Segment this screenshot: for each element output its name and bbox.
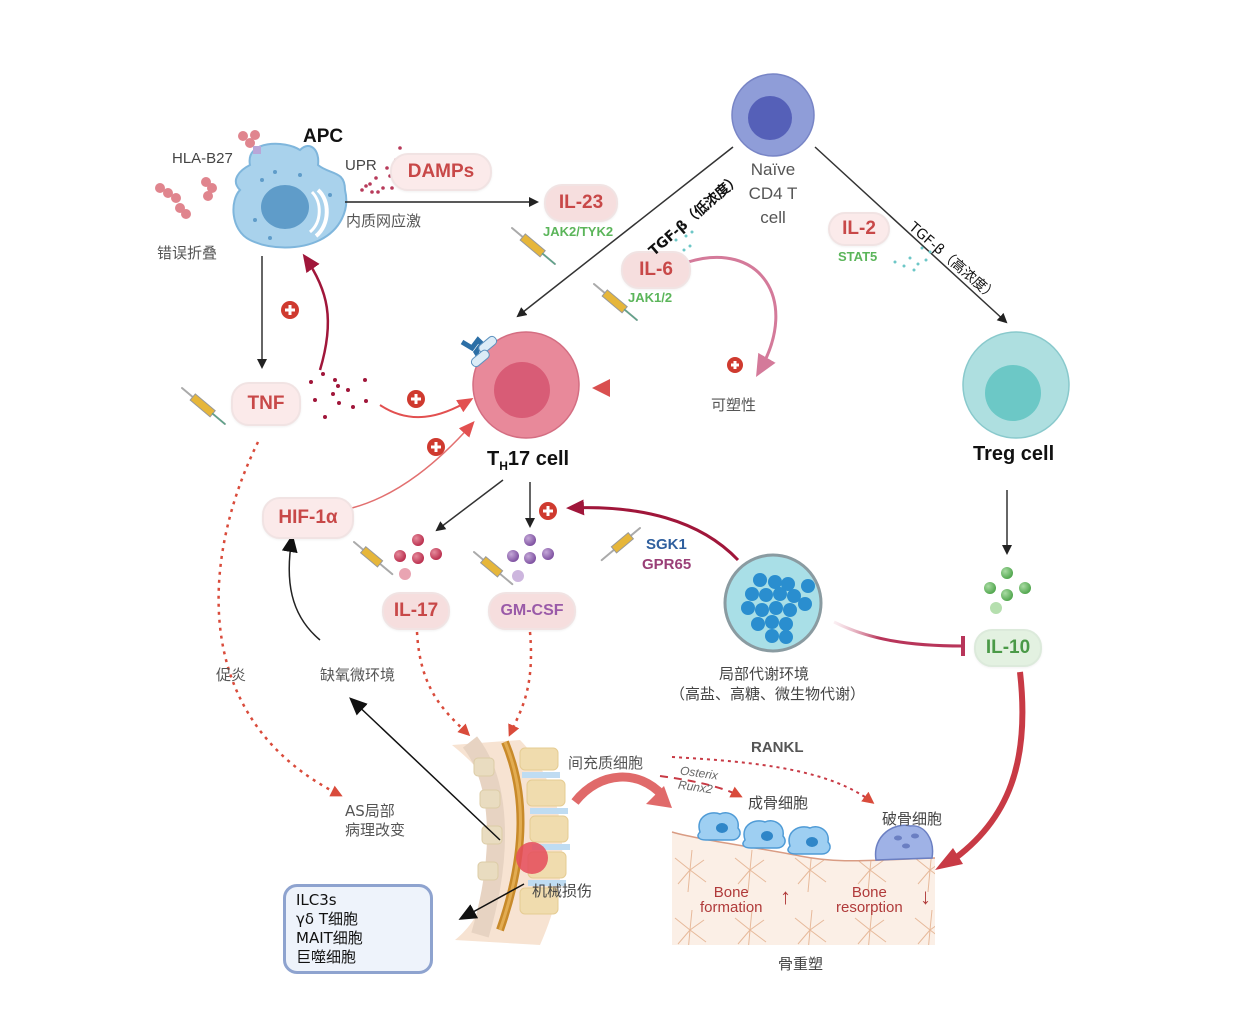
misfolding-label: 错误折叠 — [157, 244, 218, 262]
bone-resorption-line2: resorption — [836, 899, 903, 916]
inhibit-metabolic-to-il10 — [833, 620, 964, 648]
hif1a-pill: HIF-1α — [262, 497, 354, 539]
tnf-particles-icon — [309, 372, 368, 419]
il17-pill: IL-17 — [382, 592, 450, 630]
innate-cells-box: ILC3s γδ T细胞 MAIT细胞 巨噬细胞 — [283, 884, 433, 974]
damps-pill: DAMPs — [390, 153, 492, 191]
arrow-gmcsf-to-spine — [508, 631, 533, 737]
rankl-label: RANKL — [751, 739, 804, 756]
th17-cell — [472, 331, 580, 439]
naive-line1: Naïve — [750, 160, 796, 179]
metabolic-environment-icon — [723, 553, 823, 653]
bone-remodeling-panel — [671, 812, 936, 945]
decrease-arrow-icon: ↓ — [920, 884, 931, 909]
arrow-hypoxia-to-hif — [281, 534, 321, 641]
il17-particles-icon — [394, 534, 442, 580]
sgk1-label: SGK1 — [646, 536, 687, 553]
arrow-th17-to-il17 — [435, 479, 504, 532]
gmcsf-particles-icon — [507, 534, 554, 582]
arrow-tnf-proinflammatory — [217, 441, 343, 797]
arrow-metabolic-to-th17 — [566, 499, 740, 562]
arrow-naive-to-treg — [814, 146, 1008, 324]
arrowhead-il10-bone — [935, 848, 963, 870]
gmcsf-pill: GM-CSF — [488, 592, 576, 630]
treg-cell — [962, 331, 1070, 439]
syringe-icon — [181, 227, 641, 586]
misfolded-protein-icon — [155, 130, 261, 219]
th17-subscript: H — [499, 459, 508, 473]
arrow-hif-to-th17 — [351, 421, 475, 509]
arrow-spine-to-hypoxia — [349, 697, 501, 841]
arrow-tnf-to-th17 — [379, 397, 474, 419]
il10-particles-icon — [984, 567, 1031, 614]
osteoblast-label: 成骨细胞 — [748, 794, 809, 812]
arrow-mesenchymal-to-bone — [571, 772, 666, 805]
metabolic-env-label: 局部代谢环境 — [719, 665, 810, 683]
gpr65-label: GPR65 — [642, 556, 692, 573]
naive-line3: cell — [760, 208, 786, 227]
bone-resorption-line1: Bone — [851, 884, 887, 901]
il2-pathway: STAT5 — [838, 249, 878, 264]
proinflammatory-label: 促炎 — [216, 666, 247, 684]
th17-rest: 17 cell — [507, 448, 570, 470]
arrow-il17-to-spine — [415, 631, 471, 737]
il6-pill: IL-6 — [621, 251, 691, 289]
mechanical-injury-label: 机械损伤 — [532, 882, 593, 900]
osteoclast-label: 破骨细胞 — [882, 810, 943, 828]
innate-cell-item: MAIT细胞 — [296, 929, 363, 947]
arrow-osterix-runx2 — [659, 775, 743, 798]
upr-label: UPR — [345, 157, 377, 174]
innate-cell-item: 巨噬细胞 — [296, 948, 357, 966]
bone-remodeling-label: 骨重塑 — [778, 955, 824, 973]
osteoclast-icon — [874, 824, 934, 861]
apc-cell — [232, 142, 348, 249]
il6-pathway: JAK1/2 — [628, 290, 673, 305]
arrow-naive-to-th17 — [516, 146, 734, 318]
bone-resorption-label: Bone resorption — [836, 885, 903, 915]
receptor-drug-icon — [460, 335, 498, 368]
arrow-il6-to-plasticity — [687, 255, 778, 377]
plus-icon — [281, 301, 743, 520]
arrowhead-plasticity — [592, 379, 610, 397]
th17-t: T — [487, 448, 500, 470]
arrowhead-mesenchymal — [646, 786, 672, 808]
arrow-injury-to-innate-cells — [458, 883, 525, 920]
naive-cd4-label: Naïve CD4 T cell — [738, 158, 808, 230]
il10-pill: IL-10 — [974, 629, 1042, 667]
arrow-tnf-feedback-apc — [302, 253, 330, 371]
injury-site-icon — [516, 842, 548, 874]
arrow-il10-to-bone — [948, 671, 1026, 865]
treg-cell-label: Treg cell — [973, 443, 1055, 465]
hypoxia-label: 缺氧微环境 — [320, 666, 396, 684]
naive-cd4-t-cell — [731, 73, 815, 157]
increase-arrow-icon: ↑ — [780, 884, 791, 909]
innate-cell-item: ILC3s — [296, 891, 337, 909]
metabolic-env-detail: （高盐、高糖、微生物代谢） — [670, 685, 866, 703]
innate-cell-item: γδ T细胞 — [296, 910, 358, 928]
hla-b27-label: HLA-B27 — [172, 150, 233, 167]
bone-formation-label: Bone formation — [700, 885, 763, 915]
naive-line2: CD4 T — [748, 184, 798, 203]
as-pathology-label-2: 病理改变 — [345, 821, 406, 839]
mesenchymal-label: 间充质细胞 — [568, 754, 644, 772]
th17-cell-label: TH17 cell — [487, 448, 569, 473]
apc-label: APC — [303, 126, 344, 147]
as-pathology-label-1: AS局部 — [345, 802, 395, 820]
il23-pill: IL-23 — [544, 184, 618, 222]
bone-formation-line2: formation — [700, 899, 763, 916]
tnf-pill: TNF — [231, 382, 301, 426]
tgf-beta-particles-icon — [674, 226, 932, 272]
bone-formation-line1: Bone — [713, 884, 749, 901]
il23-pathway: JAK2/TYK2 — [543, 224, 614, 239]
plasticity-label: 可塑性 — [711, 396, 757, 414]
er-stress-label: 内质网应激 — [346, 212, 422, 230]
il2-pill: IL-2 — [828, 212, 890, 246]
